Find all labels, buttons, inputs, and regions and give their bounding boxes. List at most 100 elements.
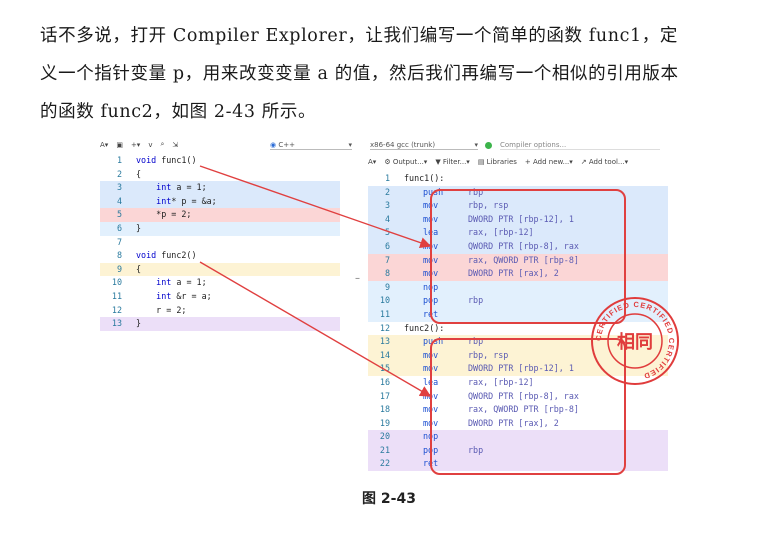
certified-stamp: CERTIFIED CERTIFIED CERTIFIED 相同 bbox=[591, 297, 679, 385]
language-label: C++ bbox=[278, 141, 295, 149]
line-number: 12 bbox=[111, 304, 122, 315]
highlight-box-func2 bbox=[430, 338, 626, 475]
code-text: } bbox=[136, 222, 142, 233]
code-text: int* p = &a; bbox=[156, 195, 217, 206]
compiler-select[interactable]: x86-64 gcc (trunk) ▾ bbox=[370, 141, 478, 150]
code-text: *p = 2; bbox=[136, 209, 192, 220]
line-number: 1 bbox=[384, 173, 390, 183]
compiler-name: x86-64 gcc (trunk) bbox=[370, 141, 436, 149]
code-line: 11 int &r = a; bbox=[100, 289, 340, 304]
asm-operands: rbp bbox=[468, 295, 484, 306]
code-line: 2{ bbox=[100, 167, 340, 182]
stamp-center-text: 相同 bbox=[617, 332, 653, 353]
compiler-options-input[interactable]: Compiler options... bbox=[500, 141, 660, 150]
asm-operands: rbp, rsp bbox=[468, 200, 509, 211]
line-number: 10 bbox=[379, 295, 390, 306]
language-select[interactable]: ◉ C++ ▾ bbox=[270, 141, 352, 150]
code-text: void func1() bbox=[136, 155, 197, 165]
asm-operands: DWORD PTR [rbp-12], 1 bbox=[468, 363, 574, 374]
line-number: 4 bbox=[116, 195, 122, 206]
editor-tool-0[interactable]: A▾ bbox=[100, 140, 109, 149]
code-text: } bbox=[136, 318, 142, 329]
editor-tool-2[interactable]: +▾ bbox=[130, 140, 141, 149]
code-text: int a = 1; bbox=[156, 277, 207, 288]
figure-screenshot: A▾ ▣ +▾ v ⌕ ⇲ ◉ C++ ▾ x86-64 gcc (trunk) ▾ Co… bbox=[100, 138, 668, 478]
compiler-tool-1[interactable]: ⚙ Output...▾ bbox=[384, 158, 428, 166]
line-number: 18 bbox=[379, 404, 390, 415]
compiler-tool-2[interactable]: ▼ Filter...▾ bbox=[435, 158, 470, 166]
line-number: 20 bbox=[379, 431, 390, 442]
code-text: int &r = a; bbox=[156, 290, 212, 301]
editor-tool-5[interactable]: ⇲ bbox=[172, 140, 179, 149]
code-line: 10 int a = 1; bbox=[100, 276, 340, 290]
pane-divider[interactable]: – bbox=[355, 273, 360, 284]
chevron-down-icon: ▾ bbox=[348, 141, 352, 149]
line-number: 1 bbox=[116, 155, 122, 165]
line-number: 15 bbox=[379, 363, 390, 374]
line-number: 8 bbox=[384, 268, 390, 279]
line-number: 17 bbox=[379, 390, 390, 401]
asm-operands: DWORD PTR [rax], 2 bbox=[468, 417, 559, 428]
line-number: 5 bbox=[384, 227, 390, 238]
asm-operands: DWORD PTR [rax], 2 bbox=[468, 268, 559, 279]
editor-tool-1[interactable]: ▣ bbox=[116, 140, 123, 149]
line-number: 3 bbox=[384, 200, 390, 211]
line-number: 9 bbox=[116, 263, 122, 274]
asm-label: func2(): bbox=[404, 322, 445, 333]
compiler-options-placeholder: Compiler options... bbox=[500, 141, 567, 149]
line-number: 12 bbox=[379, 322, 390, 333]
asm-operands: rax, QWORD PTR [rbp-8] bbox=[468, 254, 579, 265]
code-text: int a = 1; bbox=[156, 182, 207, 193]
compiler-tool-4[interactable]: + Add new...▾ bbox=[524, 158, 573, 166]
line-number: 9 bbox=[384, 281, 390, 292]
arrow-func1 bbox=[199, 165, 432, 249]
compiler-toolbar: A▾ ⚙ Output...▾ ▼ Filter...▾ ▤ Libraries + A… bbox=[368, 158, 628, 166]
chevron-down-icon: ▾ bbox=[474, 141, 478, 149]
code-line: 1 void func1() bbox=[100, 154, 340, 168]
editor-tool-3[interactable]: v bbox=[148, 140, 153, 149]
line-number: 22 bbox=[379, 458, 390, 469]
cpp-icon: ◉ bbox=[270, 141, 277, 149]
line-number: 19 bbox=[379, 417, 390, 428]
compiler-tool-3[interactable]: ▤ Libraries bbox=[477, 158, 517, 166]
code-line: 13} bbox=[100, 317, 340, 331]
asm-operands: rax, [rbp-12] bbox=[468, 376, 534, 387]
asm-operands: rax, [rbp-12] bbox=[468, 227, 534, 238]
status-ok-icon bbox=[485, 142, 492, 149]
compiler-tool-0[interactable]: A▾ bbox=[368, 158, 377, 166]
code-line: 9{ bbox=[100, 262, 340, 277]
asm-operands: QWORD PTR [rbp-8], rax bbox=[468, 390, 579, 401]
compiler-tool-5[interactable]: ↗ Add tool...▾ bbox=[580, 158, 629, 166]
arrow-overlay bbox=[199, 165, 432, 397]
asm-operands: rbp bbox=[468, 444, 484, 455]
asm-operands: rbp, rsp bbox=[468, 349, 509, 360]
line-number: 2 bbox=[116, 168, 122, 179]
line-number: 13 bbox=[379, 336, 390, 347]
code-text: { bbox=[136, 263, 142, 274]
code-line: 6} bbox=[100, 221, 340, 236]
code-text: { bbox=[136, 168, 142, 179]
editor-toolbar: A▾ ▣ +▾ v ⌕ ⇲ bbox=[100, 140, 178, 149]
code-line: 3 int a = 1; bbox=[100, 181, 340, 195]
paragraph-line-2: 义一个指针变量 p，用来改变变量 a 的值，然后我们再编写一个相似的引用版本 bbox=[40, 64, 679, 84]
line-number: 7 bbox=[116, 236, 122, 247]
editor-tool-4[interactable]: ⌕ bbox=[160, 140, 165, 148]
highlight-box-func1 bbox=[430, 189, 626, 324]
line-number: 6 bbox=[116, 222, 122, 233]
figure-caption: 图 2-43 bbox=[362, 491, 416, 507]
asm-operands: rbp bbox=[468, 336, 484, 347]
line-number: 11 bbox=[111, 290, 122, 301]
line-number: 16 bbox=[379, 376, 390, 387]
code-line: 7 bbox=[100, 235, 340, 250]
line-number: 2 bbox=[384, 186, 390, 197]
code-text: void func2() bbox=[136, 250, 197, 261]
line-number: 3 bbox=[116, 182, 122, 193]
line-number: 6 bbox=[384, 240, 390, 251]
line-number: 21 bbox=[379, 444, 390, 455]
